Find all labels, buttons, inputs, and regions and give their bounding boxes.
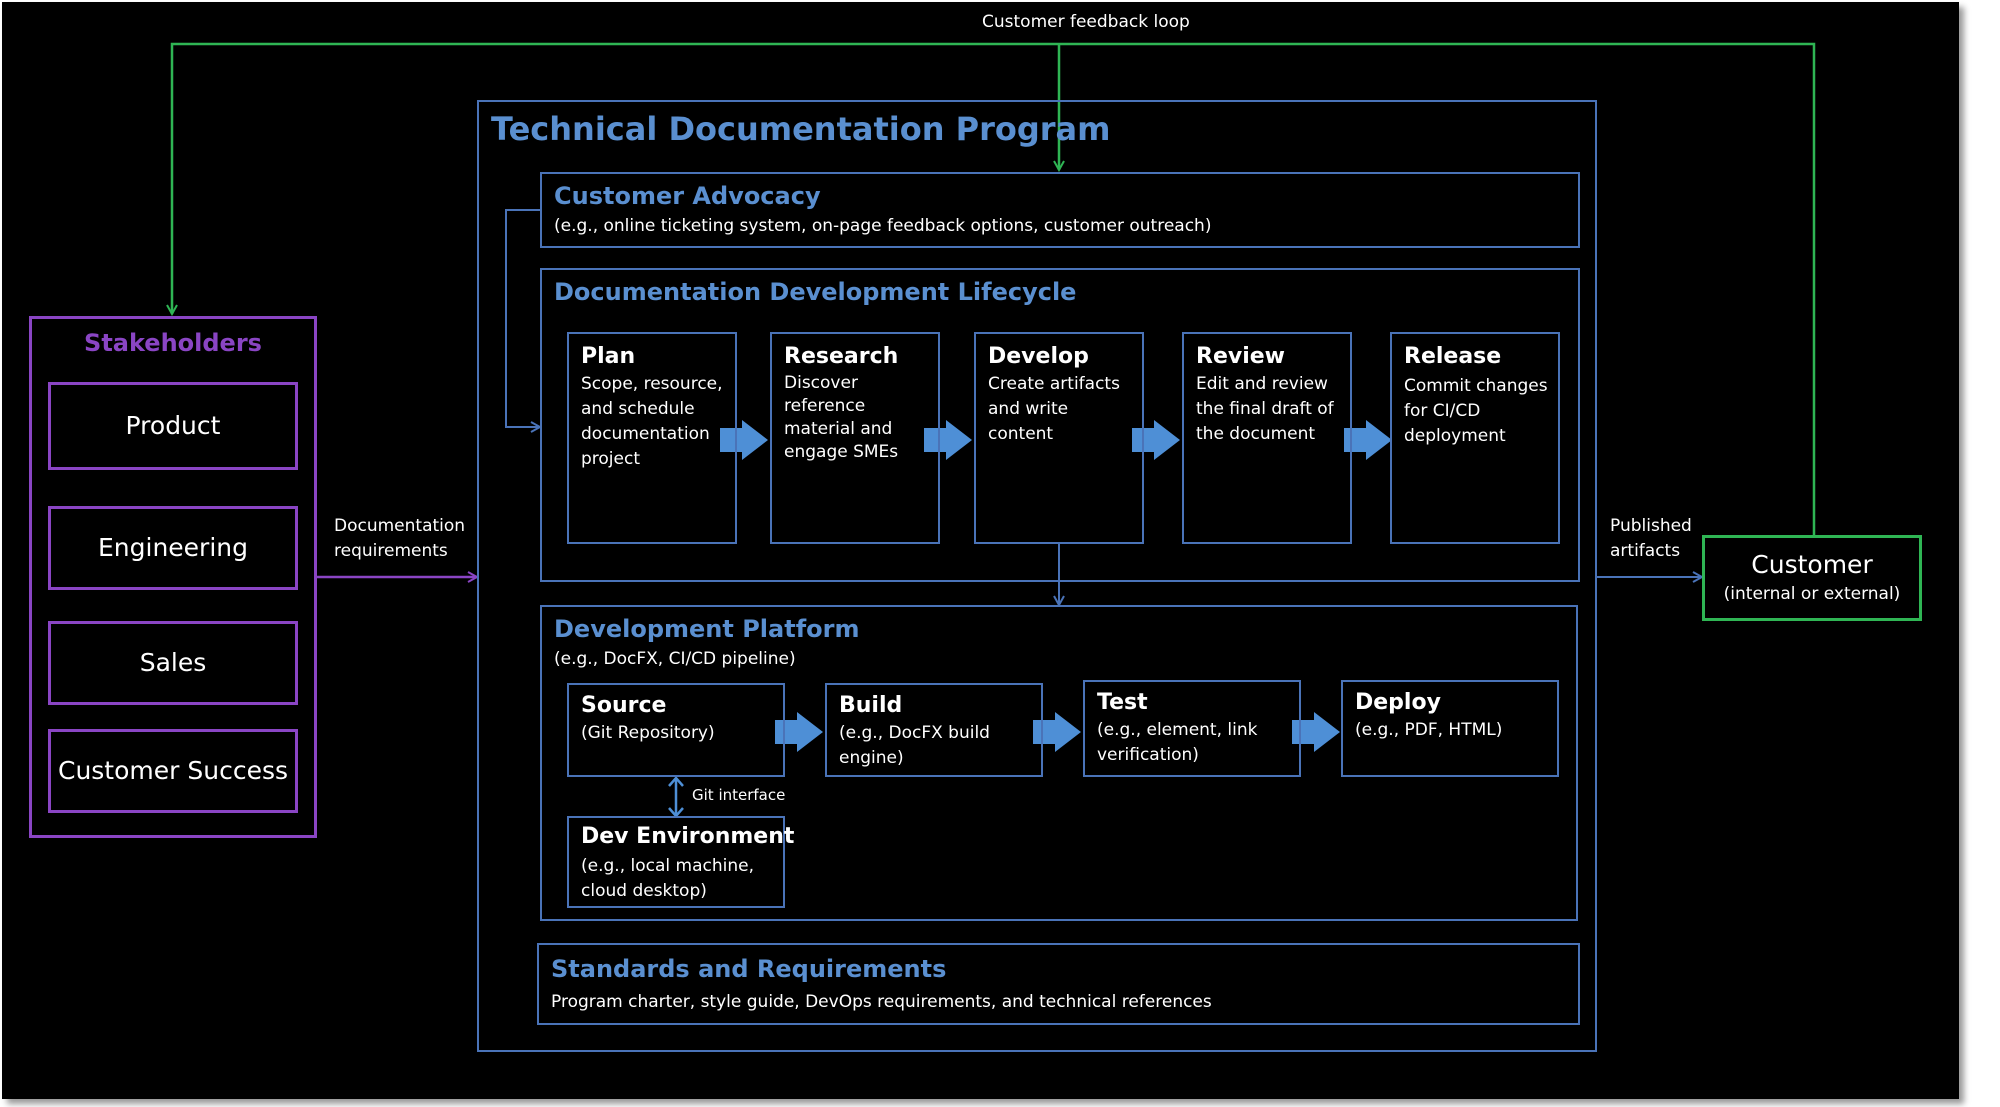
stage-title: Research	[784, 344, 899, 369]
stage-title: Release	[1404, 344, 1502, 369]
customer-title: Customer	[1751, 550, 1873, 579]
customer-advocacy-box: Customer Advocacy (e.g., online ticketin…	[540, 172, 1580, 248]
customer-subtitle: (internal or external)	[1723, 584, 1901, 604]
program-title: Technical Documentation Program	[491, 110, 1111, 148]
stakeholder-sales: Sales	[48, 621, 298, 705]
git-interface-label: Git interface	[692, 786, 786, 804]
diagram-canvas: Customer feedback loop Stakeholders Prod…	[2, 2, 1959, 1099]
feedback-loop-label: Customer feedback loop	[982, 12, 1190, 32]
development-platform-box: Development Platform (e.g., DocFX, CI/CD…	[540, 605, 1578, 921]
doc-requirements-label: Documentation requirements	[334, 516, 466, 561]
stage-title: Develop	[988, 344, 1089, 369]
lifecycle-box: Documentation Development Lifecycle	[540, 268, 1580, 582]
stage-title: Test	[1097, 690, 1148, 715]
dev-env-desc: (e.g., local machine,cloud desktop)	[581, 856, 754, 901]
stakeholder-product: Product	[48, 382, 298, 470]
stage-title: Plan	[581, 344, 636, 369]
dev-environment-box: Dev Environment (e.g., local machine,clo…	[567, 816, 794, 908]
standards-box: Standards and Requirements Program chart…	[537, 943, 1580, 1025]
stakeholders-title: Stakeholders	[84, 329, 262, 357]
advocacy-desc: (e.g., online ticketing system, on-page …	[554, 216, 1212, 236]
platform-title: Development Platform	[554, 615, 860, 643]
stage-title: Build	[839, 693, 903, 718]
stage-desc: (e.g., PDF, HTML)	[1355, 720, 1503, 740]
dev-env-title: Dev Environment	[581, 824, 795, 849]
stage-desc: (Git Repository)	[581, 723, 715, 743]
stakeholder-label: Sales	[139, 648, 207, 677]
standards-title: Standards and Requirements	[551, 955, 947, 983]
advocacy-title: Customer Advocacy	[554, 182, 821, 210]
stakeholder-label: Engineering	[98, 533, 248, 562]
platform-desc: (e.g., DocFX, CI/CD pipeline)	[554, 649, 796, 669]
stage-title: Source	[581, 693, 667, 718]
stakeholder-label: Product	[125, 411, 221, 440]
published-artifacts-label: Published artifacts	[1610, 516, 1692, 561]
customer-box: Customer (internal or external)	[1702, 535, 1922, 621]
stakeholders-panel: Stakeholders	[29, 316, 317, 838]
stakeholder-customer-success: Customer Success	[48, 729, 298, 813]
stakeholder-engineering: Engineering	[48, 506, 298, 590]
program-container: Technical Documentation Program	[477, 100, 1597, 1052]
stakeholder-label: Customer Success	[57, 756, 289, 785]
lifecycle-title: Documentation Development Lifecycle	[554, 278, 1077, 306]
platform-stage-deploy: Deploy (e.g., PDF, HTML)	[1341, 680, 1559, 777]
platform-stage-source: Source (Git Repository)	[567, 683, 785, 777]
stage-title: Review	[1196, 344, 1285, 369]
stage-title: Deploy	[1355, 690, 1441, 715]
standards-desc: Program charter, style guide, DevOps req…	[551, 992, 1212, 1012]
